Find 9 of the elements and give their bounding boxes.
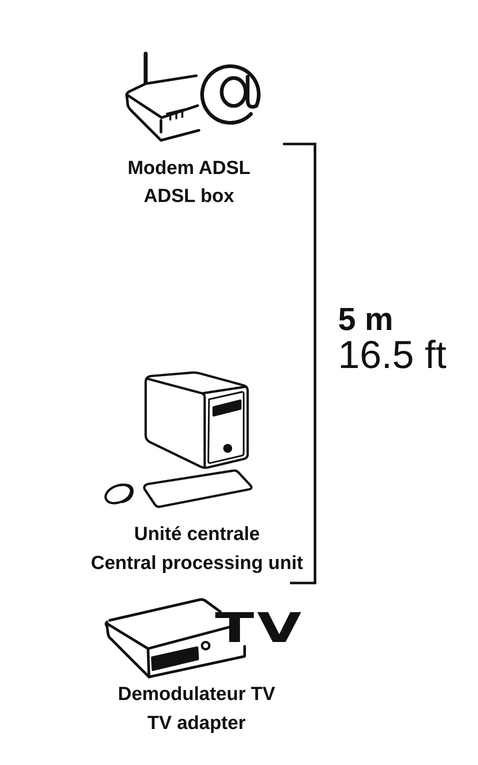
device-label: Central processing unit (90, 552, 304, 576)
device-label: Modem ADSL (128, 157, 250, 182)
dimension-label: 5 m (338, 303, 394, 335)
device-label: ADSL box (144, 185, 234, 210)
tv-lettering: TV (215, 608, 304, 649)
device-label: Demodulateur TV (118, 683, 276, 708)
device-label: Unité centrale (134, 523, 260, 548)
device-label: TV adapter (147, 712, 246, 736)
dimension-label: 16.5 ft (338, 336, 446, 374)
